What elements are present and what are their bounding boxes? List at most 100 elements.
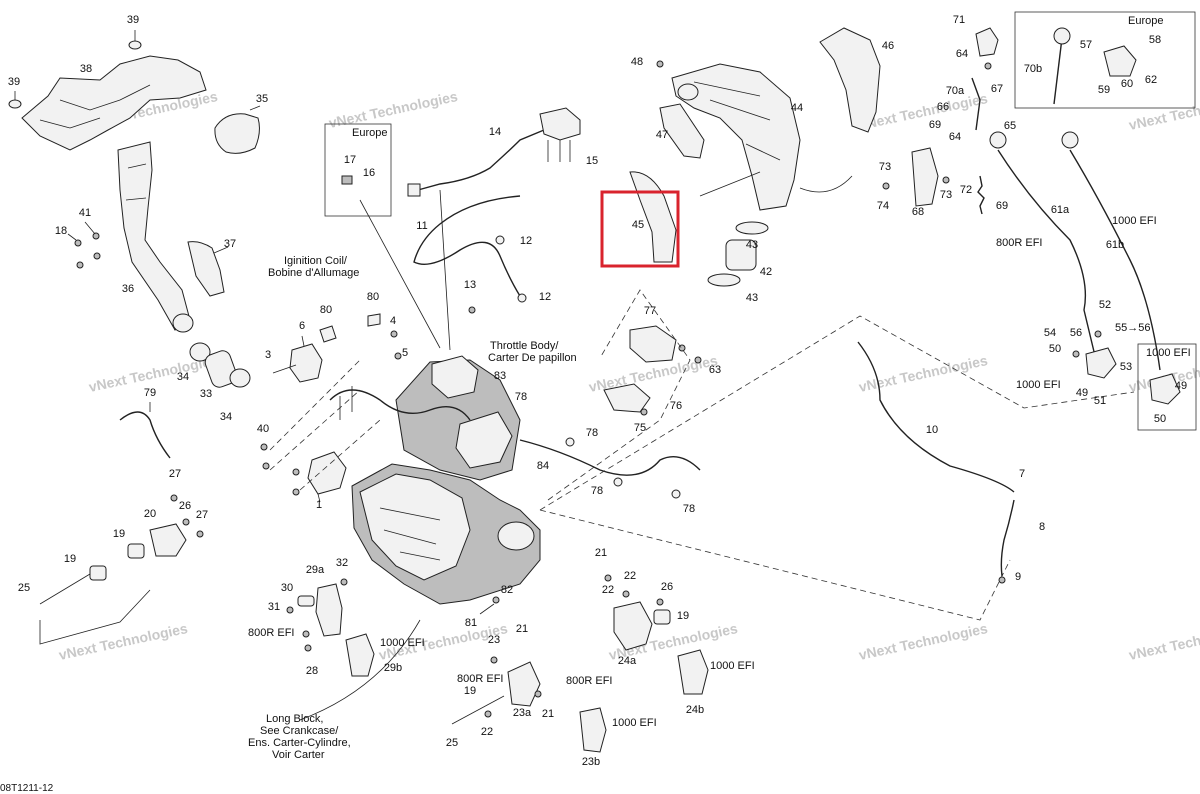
pulley-65 xyxy=(989,131,1007,149)
label-800refi-b: 800R EFI xyxy=(566,675,612,687)
callout-45: 45 xyxy=(632,219,644,231)
callout-39: 39 xyxy=(127,14,139,26)
label-long-block-2: See Crankcase/ xyxy=(260,725,339,737)
label-1000efi-b: 1000 EFI xyxy=(710,660,755,672)
pulley-61b xyxy=(1061,131,1079,149)
callout-numbers: 3939383541183736343334796808045340117161… xyxy=(8,14,1187,768)
cover-37 xyxy=(187,241,225,297)
callout-29b: 29b xyxy=(384,662,402,674)
callout-73: 73 xyxy=(879,161,891,173)
mid-harness xyxy=(519,289,1135,621)
callout-49: 49 xyxy=(1175,380,1187,392)
label-ref-55-56: 55→56 xyxy=(1115,322,1150,334)
clip-39-left xyxy=(8,99,22,109)
callout-64: 64 xyxy=(956,48,968,60)
callout-25: 25 xyxy=(446,737,458,749)
watermark-text: vNext Technologies xyxy=(1127,90,1200,133)
watermark-text: vNext Technologies xyxy=(327,88,459,131)
europe-box-left xyxy=(324,123,392,217)
cable-11 xyxy=(413,195,521,297)
throttle-body xyxy=(431,355,479,399)
callout-39: 39 xyxy=(8,76,20,88)
bracket-29a xyxy=(315,583,343,637)
crankcase-cover xyxy=(359,473,471,581)
label-800refi-c: 800R EFI xyxy=(457,673,503,685)
label-1000efi-a: 1000 EFI xyxy=(380,637,425,649)
callout-26: 26 xyxy=(179,500,191,512)
bushing-19-left xyxy=(89,565,107,581)
callout-51: 51 xyxy=(1094,395,1106,407)
bracket-23a xyxy=(507,661,541,707)
clamp-34-a xyxy=(189,342,211,362)
text-annotations: Europe Europe Iginition Coil/ Bobine d'A… xyxy=(0,15,1191,794)
spacer-30 xyxy=(297,595,315,607)
callout-7: 7 xyxy=(1019,468,1025,480)
cap-80-b xyxy=(367,313,381,327)
lever-70b xyxy=(1053,37,1063,105)
label-long-block-4: Voir Carter xyxy=(272,749,325,761)
callout-19: 19 xyxy=(113,528,125,540)
callout-69: 69 xyxy=(929,119,941,131)
callout-42: 42 xyxy=(760,266,772,278)
callout-19: 19 xyxy=(677,610,689,622)
bushing-19-mid xyxy=(127,543,145,559)
callout-19: 19 xyxy=(464,685,476,697)
label-long-block-1: Long Block, xyxy=(266,713,323,725)
callout-21: 21 xyxy=(595,547,607,559)
bracket-24a xyxy=(613,601,653,651)
callout-34: 34 xyxy=(220,411,232,423)
nut-4 xyxy=(390,330,398,338)
outlet-44 xyxy=(677,83,699,101)
clamp-34-b xyxy=(229,368,251,388)
callout-9: 9 xyxy=(1015,571,1021,583)
callout-13: 13 xyxy=(464,279,476,291)
callout-84: 84 xyxy=(537,460,549,472)
callout-63: 63 xyxy=(709,364,721,376)
long-block-arrow xyxy=(299,619,421,721)
bolt-25-left xyxy=(39,573,91,605)
callout-19: 19 xyxy=(64,553,76,565)
watermark-text: vNext Technologies xyxy=(1127,620,1200,663)
bolt-32 xyxy=(340,578,348,586)
pad-35 xyxy=(214,113,260,154)
cable-61b xyxy=(1069,149,1161,371)
callout-80: 80 xyxy=(367,291,379,303)
hose-79 xyxy=(119,411,171,459)
callout-56: 56 xyxy=(1070,327,1082,339)
callout-34: 34 xyxy=(177,371,189,383)
bracket-77 xyxy=(629,325,677,363)
callout-32: 32 xyxy=(336,557,348,569)
callout-66: 66 xyxy=(937,101,949,113)
label-long-block-3: Ens. Carter-Cylindre, xyxy=(248,737,351,749)
clamp-43-bottom xyxy=(707,273,741,287)
callout-81: 81 xyxy=(465,617,477,629)
bracket-57-62 xyxy=(1103,45,1137,77)
callout-21: 21 xyxy=(542,708,554,720)
label-throttle-1: Throttle Body/ xyxy=(490,340,559,352)
callout-27: 27 xyxy=(169,468,181,480)
callout-38: 38 xyxy=(80,63,92,75)
callout-44: 44 xyxy=(791,102,803,114)
callout-73: 73 xyxy=(940,189,952,201)
callout-78: 78 xyxy=(683,503,695,515)
lever-70a xyxy=(971,77,981,131)
bolt-3 xyxy=(272,364,297,374)
bracket-23b xyxy=(579,707,607,753)
callout-6: 6 xyxy=(299,320,305,332)
callout-64: 64 xyxy=(949,131,961,143)
callout-14: 14 xyxy=(489,126,501,138)
callout-25: 25 xyxy=(18,582,30,594)
bolt-25-right xyxy=(451,695,505,725)
label-europe-right: Europe xyxy=(1128,15,1163,27)
bolts-40 xyxy=(260,443,300,496)
tailpipe-47 xyxy=(659,103,705,159)
ignition-coil-1 xyxy=(307,451,347,495)
callout-10: 10 xyxy=(926,424,938,436)
clamp-34-upper xyxy=(172,313,194,333)
callout-78: 78 xyxy=(591,485,603,497)
callout-27: 27 xyxy=(196,509,208,521)
clamp-43-top xyxy=(735,221,769,235)
linkage-53 xyxy=(1085,347,1117,379)
callout-80: 80 xyxy=(320,304,332,316)
pipe-45 xyxy=(629,171,677,263)
